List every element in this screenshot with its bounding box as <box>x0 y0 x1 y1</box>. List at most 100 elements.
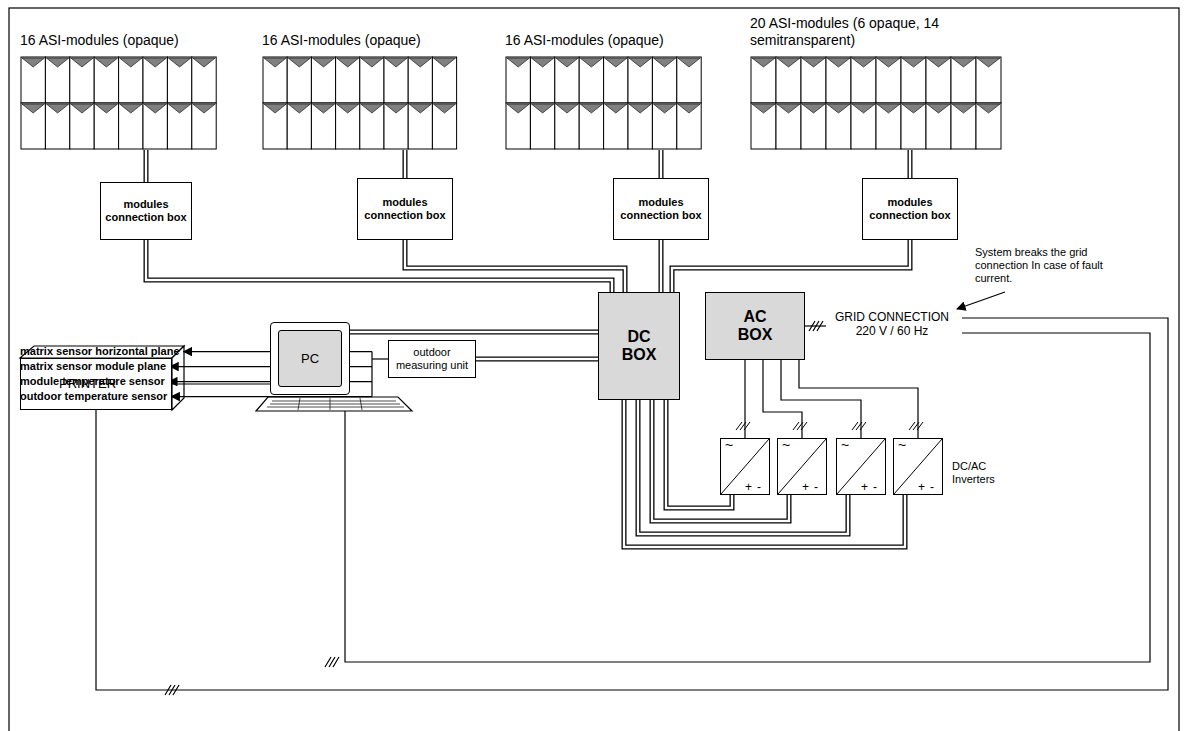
pc-monitor: PC <box>270 322 350 395</box>
module-marker <box>264 104 286 113</box>
module-marker <box>678 58 700 67</box>
equipment-box: modules connection box <box>357 178 453 240</box>
module-array: 20 ASI-modules (6 opaque, 14 semitranspa… <box>750 15 1000 150</box>
terminal-sign: - <box>814 481 818 493</box>
pv-module <box>506 57 530 103</box>
cable-outer <box>672 240 910 292</box>
pv-module <box>555 103 579 149</box>
cable-outer <box>624 400 905 547</box>
sensor-bus <box>372 358 388 359</box>
cable-inner <box>909 150 911 178</box>
inverter-box: ~+- <box>777 438 827 495</box>
module-marker <box>777 58 800 67</box>
pv-module <box>876 57 901 103</box>
cable-connector <box>624 400 905 547</box>
module-marker <box>927 104 950 113</box>
box-label: AC BOX <box>732 308 778 345</box>
module-marker <box>952 58 975 67</box>
cable-connector <box>405 240 625 292</box>
module-marker <box>193 58 215 67</box>
module-marker <box>95 58 117 67</box>
module-marker <box>977 104 1000 113</box>
pv-module <box>384 57 408 103</box>
cable-ticks <box>165 685 179 695</box>
cable-inner <box>652 400 789 521</box>
module-marker <box>120 58 142 67</box>
module-marker <box>46 104 68 113</box>
note-text: System breaks the grid connection In cas… <box>975 246 1107 286</box>
cable-ticks <box>852 422 866 430</box>
pv-module <box>311 103 335 149</box>
keyboard <box>256 397 412 411</box>
cable-outer <box>638 400 848 534</box>
module-marker <box>580 58 602 67</box>
cable-outer <box>908 150 913 178</box>
cable-ticks <box>793 422 807 430</box>
cable-line <box>799 360 918 438</box>
pv-module <box>801 57 826 103</box>
cable-connector <box>799 360 918 438</box>
pv-module <box>826 57 851 103</box>
cable-inner <box>476 358 598 360</box>
module-marker <box>46 58 68 67</box>
module-grid <box>750 56 1002 150</box>
module-marker <box>168 104 190 113</box>
module-marker <box>653 104 675 113</box>
cable-line <box>744 360 745 438</box>
pv-module <box>851 103 876 149</box>
module-marker <box>902 58 925 67</box>
cable-outer <box>350 330 598 335</box>
cable-connector <box>146 150 147 182</box>
pv-module <box>360 57 384 103</box>
module-marker <box>120 104 142 113</box>
module-marker <box>580 104 602 113</box>
module-marker <box>193 104 215 113</box>
equipment-box: modules connection box <box>613 178 709 240</box>
pv-module <box>604 103 628 149</box>
pv-module <box>119 57 143 103</box>
pv-module <box>776 57 801 103</box>
inverter-box: ~+- <box>836 438 886 495</box>
pc-screen: PC <box>278 330 342 387</box>
pv-module <box>851 57 876 103</box>
module-marker <box>71 104 93 113</box>
module-marker <box>22 58 44 67</box>
module-array: 16 ASI-modules (opaque) <box>262 32 456 150</box>
callout-arrow <box>957 292 1005 309</box>
inverter-diagonal <box>894 439 942 494</box>
page-frame <box>9 8 1179 731</box>
module-marker <box>678 104 700 113</box>
sensor-label: matrix sensor module plane <box>20 360 166 373</box>
module-marker <box>827 58 850 67</box>
pv-module <box>336 103 360 149</box>
module-marker <box>827 104 850 113</box>
sensor-label: matrix sensor horizontal plane <box>20 345 180 358</box>
pv-module <box>21 103 45 149</box>
pv-module <box>801 103 826 149</box>
box-label: outdoor measuring unit <box>392 346 472 371</box>
module-marker <box>288 104 310 113</box>
module-marker <box>264 58 286 67</box>
inverter-diagonal <box>778 439 826 494</box>
module-marker <box>288 58 310 67</box>
distribution-box: DC BOX <box>598 292 680 400</box>
pv-module <box>826 103 851 149</box>
keyboard-body <box>256 397 412 411</box>
pv-module <box>530 103 554 149</box>
terminal-sign: ~ <box>725 438 733 452</box>
pv-module <box>21 57 45 103</box>
module-marker <box>337 104 359 113</box>
cable-outer <box>652 400 789 521</box>
module-marker <box>852 104 875 113</box>
pv-module <box>45 103 69 149</box>
module-marker <box>653 58 675 67</box>
module-marker <box>507 104 529 113</box>
module-marker <box>385 58 407 67</box>
module-marker <box>361 104 383 113</box>
pv-module <box>143 103 167 149</box>
pv-module <box>926 103 951 149</box>
cable-connector <box>661 150 662 178</box>
cable-ticks <box>909 422 923 430</box>
pv-module <box>263 103 287 149</box>
